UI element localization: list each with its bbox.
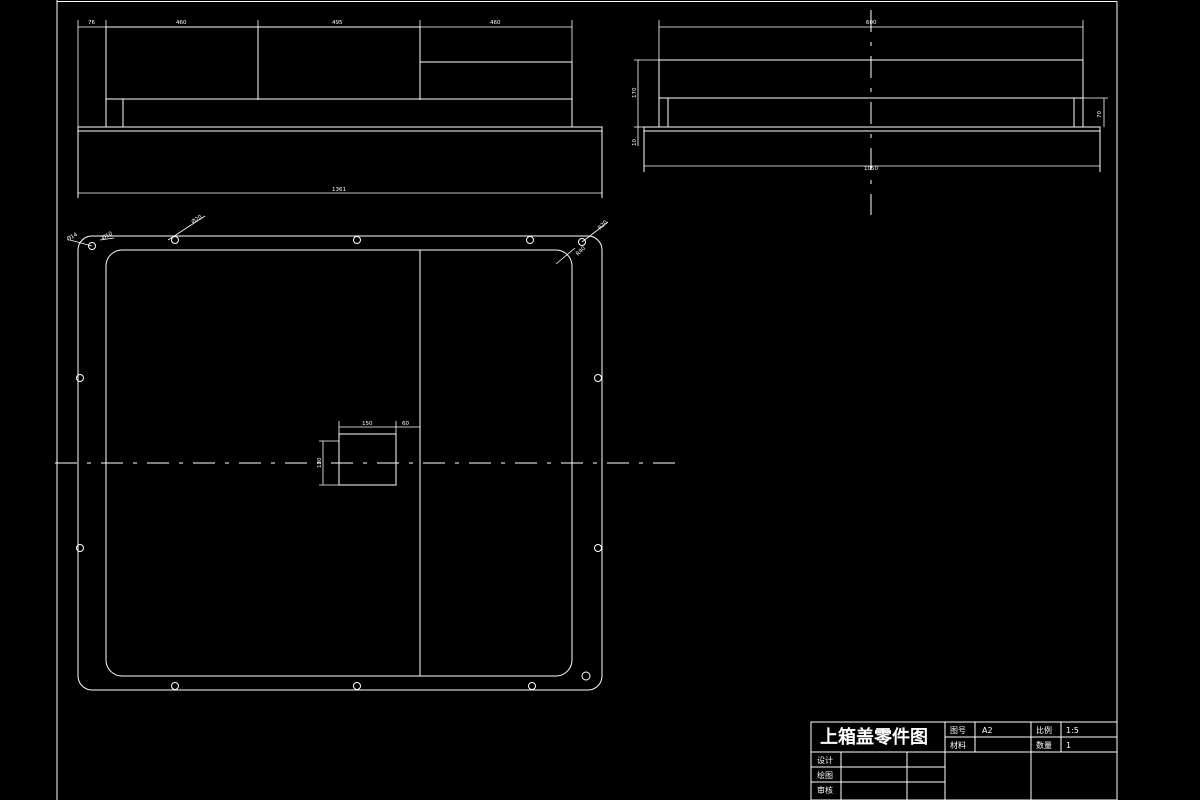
front-view: 76 460 495 460 1361 — [77, 20, 603, 198]
side-view: 600 1050 170 10 70 — [632, 10, 1108, 215]
dim-window-width: 150 — [362, 421, 373, 427]
dim-70: 70 — [1097, 111, 1103, 118]
dim-460-a: 460 — [176, 20, 187, 26]
drawing-no-value: A2 — [982, 726, 993, 735]
dim-460-b: 460 — [490, 20, 501, 26]
dim-radius-a: R40 — [575, 245, 587, 257]
dim-1361: 1361 — [332, 187, 346, 193]
quantity-value: 1 — [1066, 741, 1071, 750]
drawing-title: 上箱盖零件图 — [820, 726, 928, 748]
drawing-border — [56, 0, 1118, 800]
dim-window-offset: 60 — [402, 421, 409, 427]
dim-hole-c: Ø20 — [190, 213, 204, 226]
plan-view: Ø14 Ø10 Ø20 R40 R20 150 60 130 — [55, 213, 680, 691]
quantity-label: 数量 — [1036, 740, 1052, 750]
dim-76: 76 — [88, 20, 95, 26]
drawing-no-label: 图号 — [950, 726, 966, 735]
dim-hole-b: Ø10 — [101, 230, 115, 242]
dim-radius-b: R20 — [597, 219, 609, 231]
dim-170: 170 — [632, 87, 638, 98]
scale-label: 比例 — [1036, 725, 1052, 735]
material-label: 材料 — [950, 740, 966, 750]
draw-label: 绘图 — [817, 770, 833, 780]
title-block: 上箱盖零件图 图号 A2 比例 1:5 材料 数量 1 设计 绘图 审核 — [810, 721, 1118, 800]
design-label: 设计 — [817, 755, 833, 765]
dim-495: 495 — [332, 20, 343, 26]
scale-value: 1:5 — [1066, 726, 1079, 735]
review-label: 审核 — [817, 785, 833, 795]
dim-10: 10 — [632, 139, 638, 146]
dim-window-height: 130 — [317, 457, 323, 468]
dim-hole-a: Ø14 — [66, 231, 80, 243]
